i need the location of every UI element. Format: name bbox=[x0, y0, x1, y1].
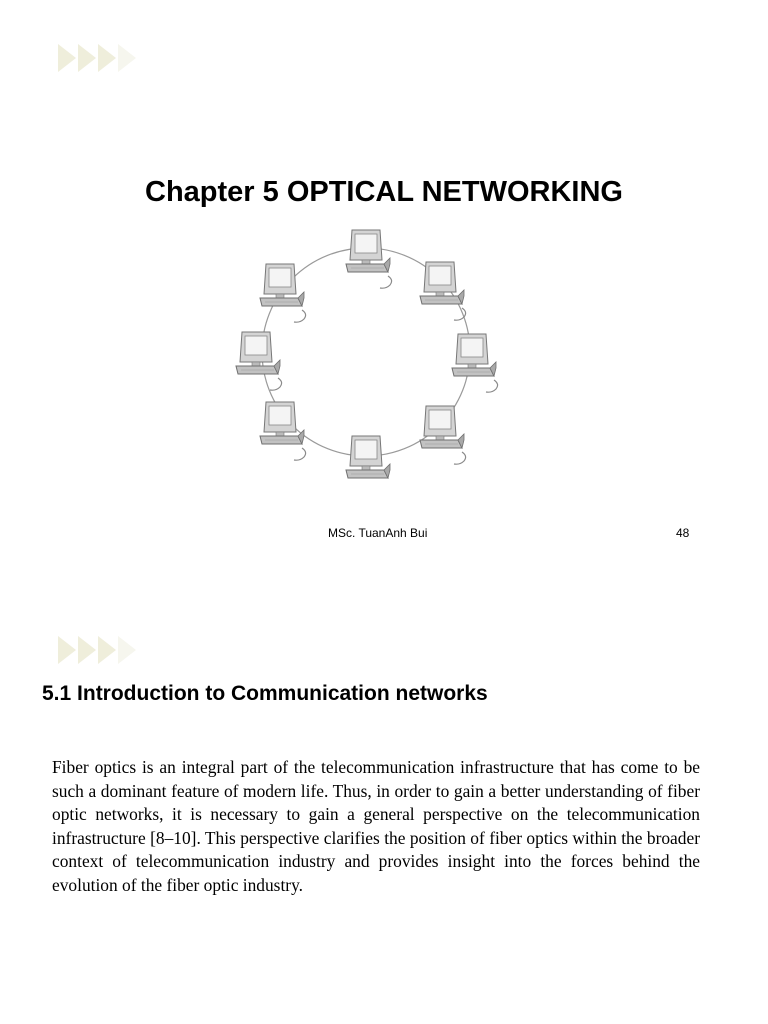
arrow-icon bbox=[118, 44, 136, 72]
computer-icon bbox=[419, 405, 467, 465]
chapter-title: Chapter 5 OPTICAL NETWORKING bbox=[145, 176, 623, 208]
computer-icon bbox=[451, 333, 499, 393]
ring-network-diagram bbox=[235, 229, 499, 480]
arrow-icon bbox=[78, 636, 96, 664]
arrow-icon bbox=[78, 44, 96, 72]
section-title: 5.1 Introduction to Communication networ… bbox=[42, 682, 488, 705]
arrow-icon bbox=[58, 636, 76, 664]
computer-icon bbox=[419, 261, 467, 321]
arrow-icon bbox=[98, 636, 116, 664]
computer-icon bbox=[345, 435, 393, 480]
arrow-icon bbox=[58, 44, 76, 72]
arrow-icon bbox=[98, 44, 116, 72]
computer-icon bbox=[345, 229, 393, 289]
arrow-icon bbox=[118, 636, 136, 664]
footer-author: MSc. TuanAnh Bui bbox=[328, 526, 428, 540]
slide-decoration-arrows bbox=[58, 636, 136, 664]
body-paragraph: Fiber optics is an integral part of the … bbox=[52, 757, 700, 895]
computer-icon bbox=[235, 331, 283, 391]
page-number: 48 bbox=[676, 526, 690, 540]
slide-decoration-arrows bbox=[58, 44, 136, 72]
